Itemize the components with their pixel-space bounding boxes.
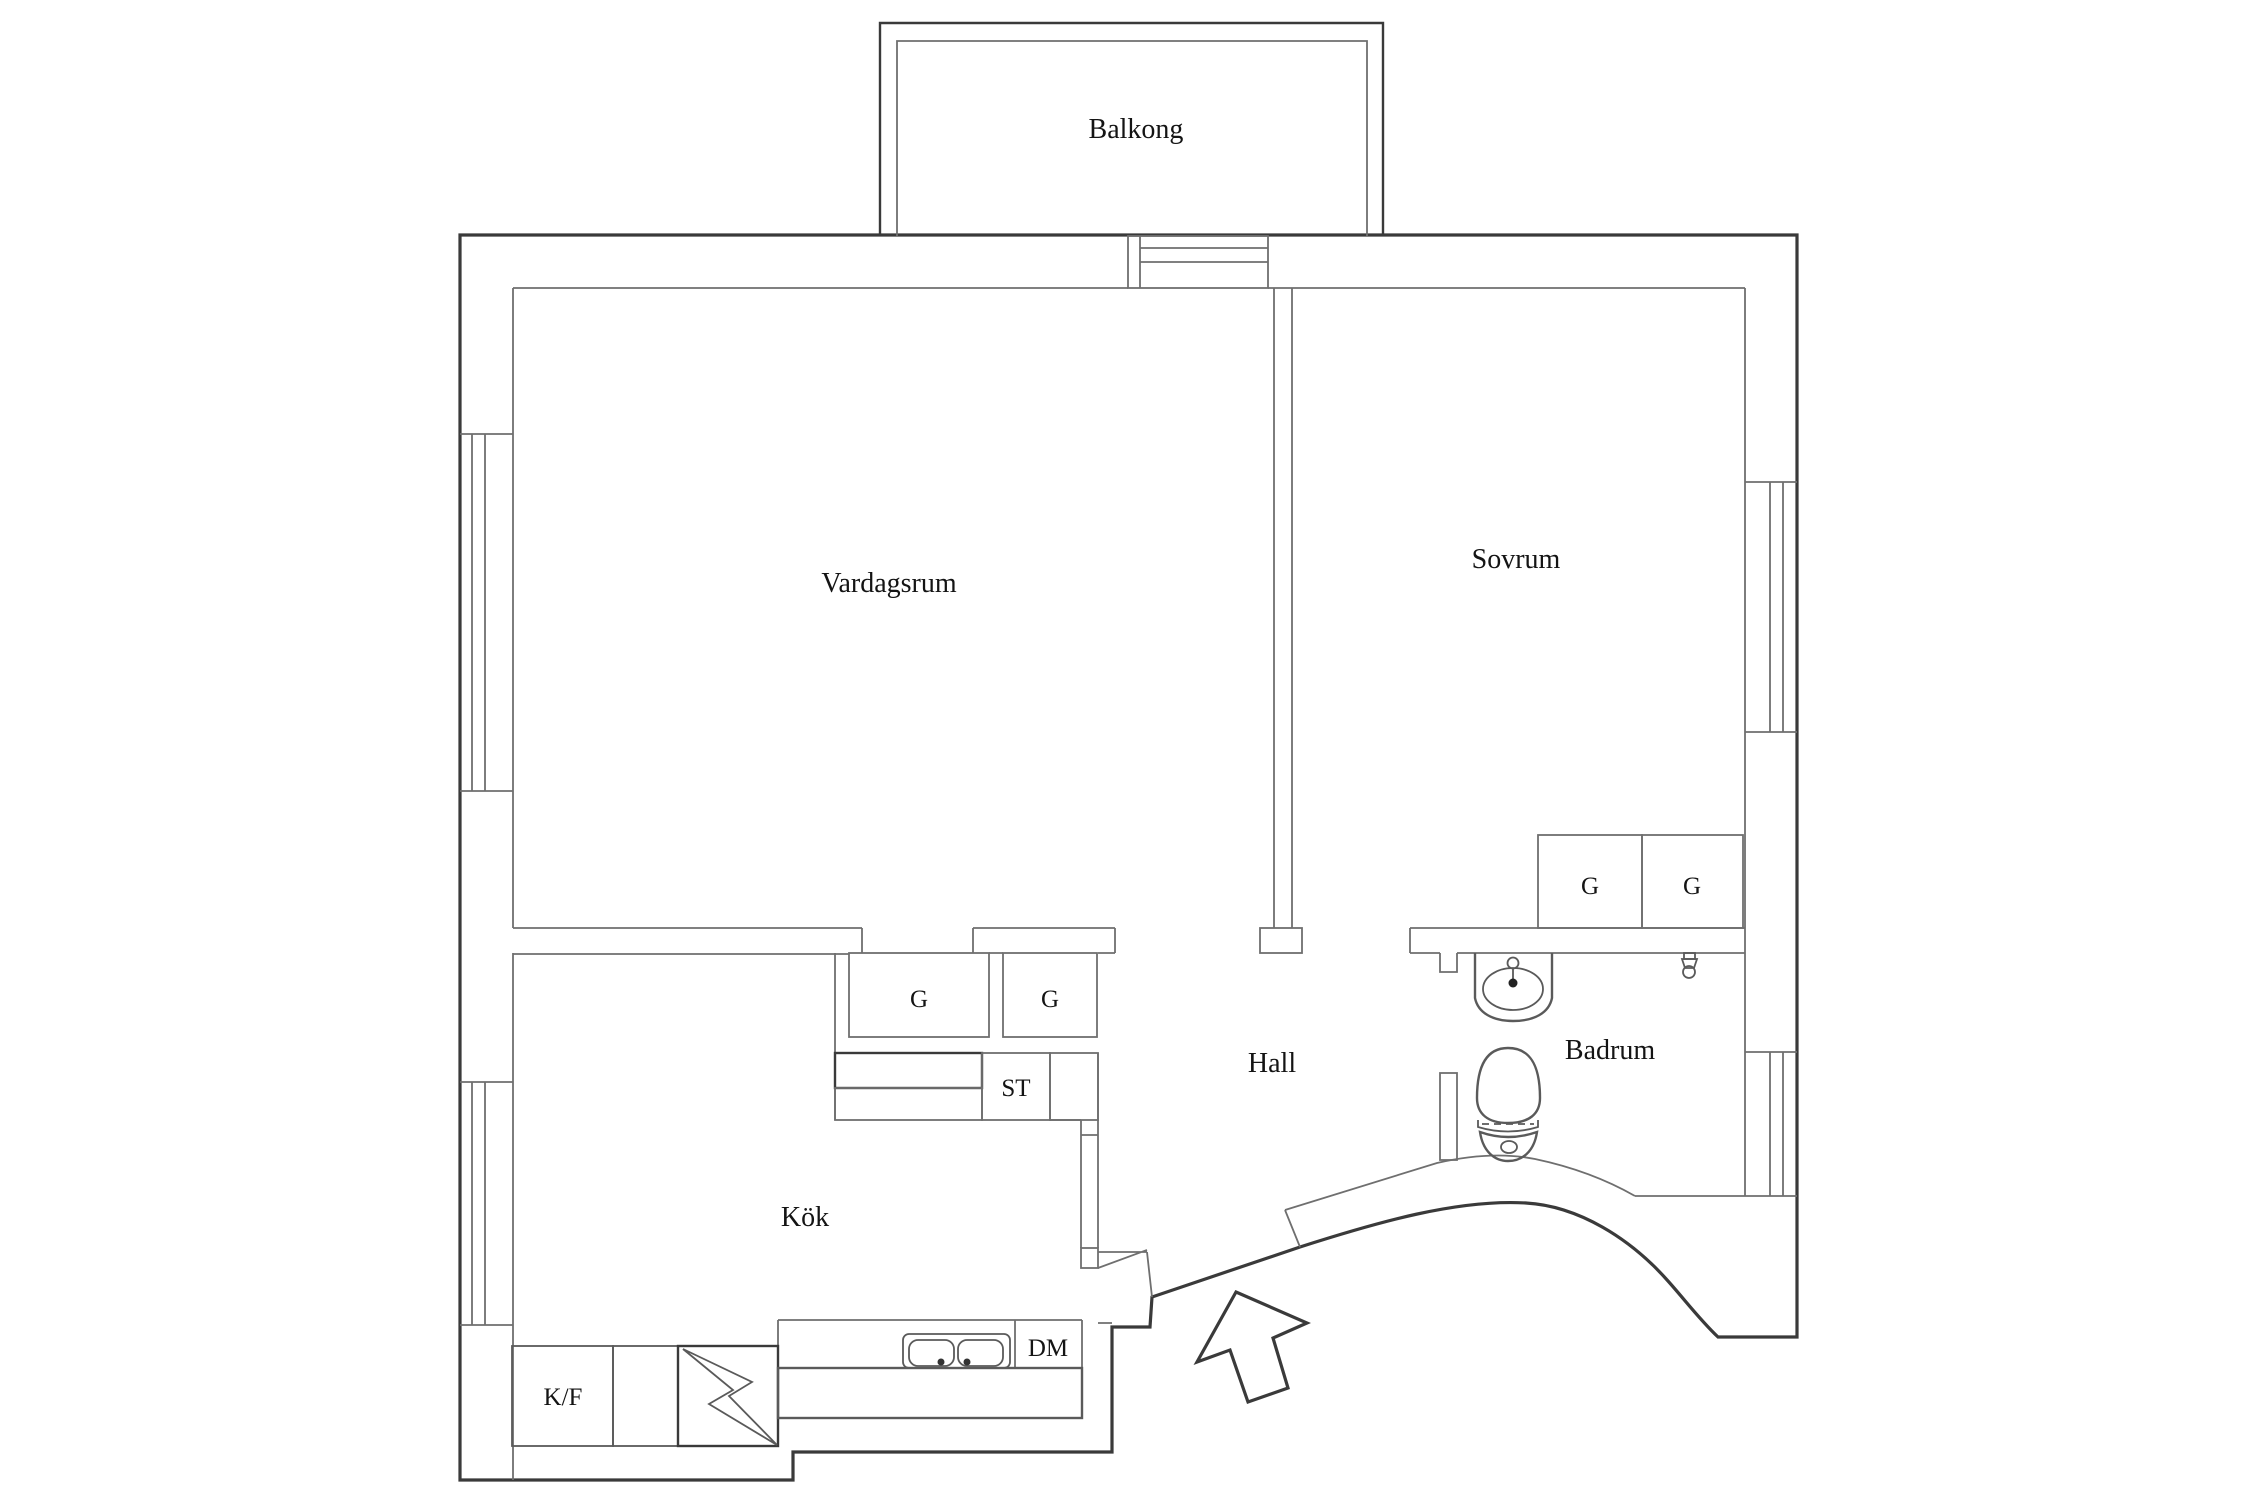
window-vardagsrum-icon bbox=[460, 433, 513, 792]
washbasin-icon bbox=[1473, 953, 1554, 1023]
wardrobe-label-1: G bbox=[910, 986, 928, 1013]
wardrobe-label-4: G bbox=[1683, 873, 1701, 900]
interior-walls bbox=[512, 287, 1746, 1480]
balcony-outer-wall bbox=[878, 21, 1385, 236]
hall-shelf-lower bbox=[834, 1087, 983, 1121]
room-label-balkong: Balkong bbox=[1089, 114, 1184, 145]
window-kok-icon bbox=[460, 1081, 513, 1326]
fridge-freezer-label: K/F bbox=[544, 1384, 583, 1411]
hall-small-closet-box bbox=[1049, 1052, 1099, 1121]
wardrobe-label-3: G bbox=[1581, 873, 1599, 900]
wardrobe-box-sovrum-2 bbox=[1641, 834, 1744, 929]
room-label-badrum: Badrum bbox=[1565, 1035, 1655, 1066]
wardrobe-box-hall-2 bbox=[1002, 952, 1098, 1038]
windows bbox=[460, 433, 1797, 1326]
interior-wall-lines bbox=[512, 287, 1746, 1480]
wardrobe-label-2: G bbox=[1041, 986, 1059, 1013]
window-sovrum-icon bbox=[1745, 481, 1797, 733]
badrum-door-jamb bbox=[1439, 1072, 1458, 1161]
toilet-icon bbox=[1475, 1046, 1542, 1163]
balcony-inner-wall bbox=[896, 40, 1368, 236]
kitchen-sink-icon bbox=[902, 1333, 1011, 1369]
cleaning-closet-label: ST bbox=[1001, 1075, 1030, 1102]
room-label-kok: Kök bbox=[781, 1202, 829, 1233]
kitchen-counter bbox=[776, 1366, 1084, 1420]
storage-units bbox=[833, 834, 1744, 1121]
shower-tap-icon bbox=[1680, 952, 1699, 979]
sovrum-door-post bbox=[1259, 927, 1303, 954]
kitchen-door-jamb bbox=[1080, 1247, 1099, 1269]
apartment-outline bbox=[458, 233, 1799, 1482]
room-labels: Balkong Vardagsrum Sovrum Hall Badrum Kö… bbox=[781, 114, 1655, 1233]
fixture-labels: G G G G ST K/F DM bbox=[544, 873, 1701, 1411]
balcony bbox=[896, 40, 1368, 289]
room-label-sovrum: Sovrum bbox=[1472, 544, 1561, 575]
kitchen-cabinet-box bbox=[612, 1345, 679, 1447]
dishwasher-label: DM bbox=[1028, 1335, 1068, 1362]
room-label-vardagsrum: Vardagsrum bbox=[821, 568, 957, 599]
outer-walls bbox=[458, 21, 1799, 1482]
hall-shelf-unit bbox=[833, 1051, 984, 1090]
balcony-sliding-door-icon bbox=[1127, 235, 1269, 289]
kitchen-fixtures bbox=[511, 1333, 1084, 1448]
stove-icon bbox=[676, 1344, 780, 1448]
bathroom-fixtures bbox=[1473, 952, 1699, 1163]
entry-inner-lines bbox=[1097, 1154, 1636, 1298]
window-badrum-icon bbox=[1745, 1051, 1797, 1197]
entrance-arrow-icon bbox=[1193, 1289, 1311, 1405]
wardrobe-box-hall-1 bbox=[848, 952, 990, 1038]
room-label-hall: Hall bbox=[1248, 1048, 1296, 1079]
